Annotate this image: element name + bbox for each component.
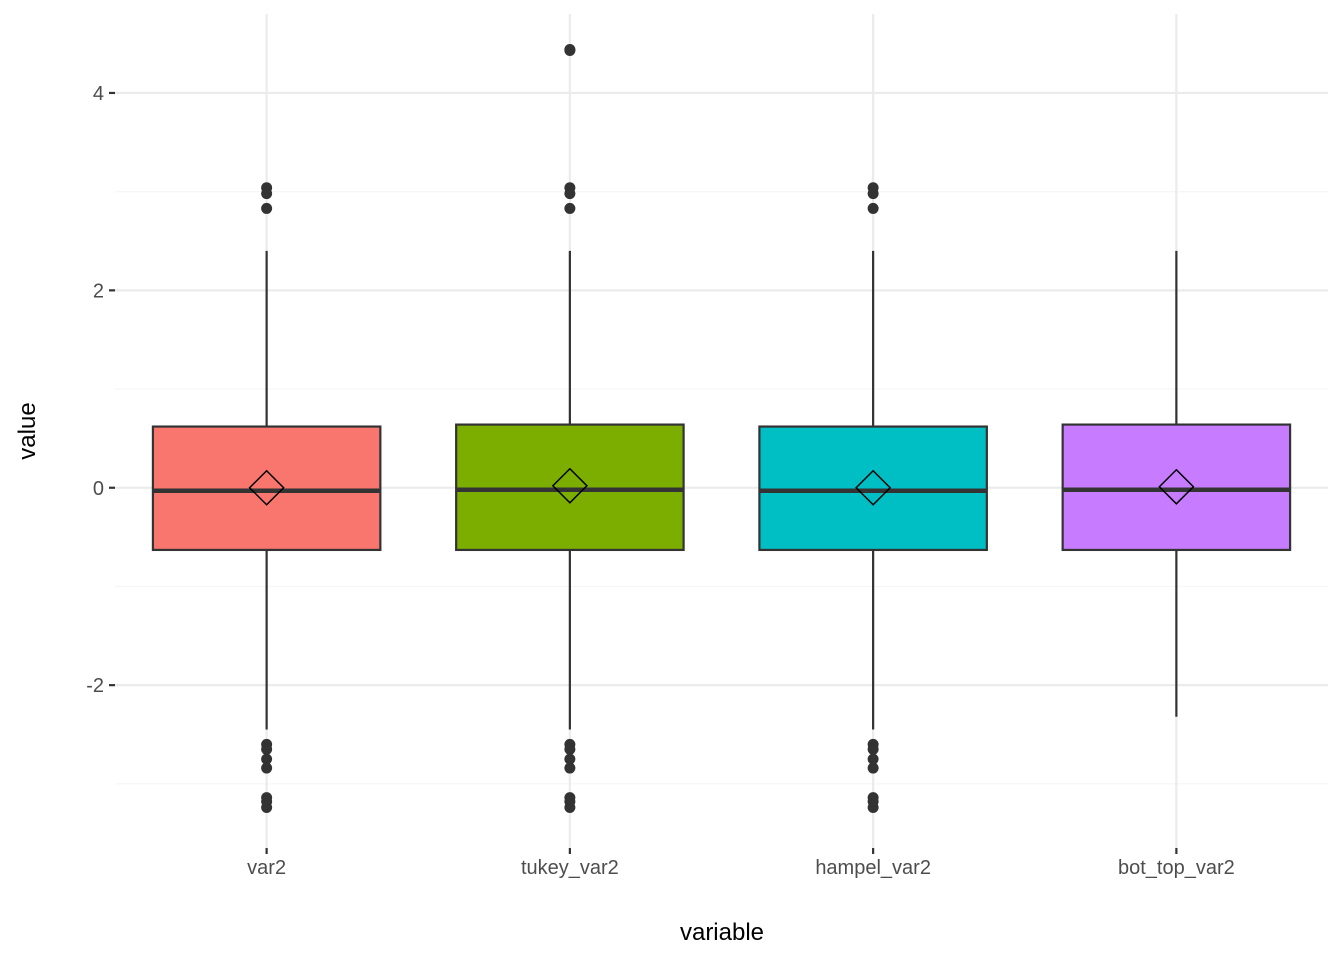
- x-tick-label: var2: [247, 857, 286, 879]
- x-tick-label: tukey_var2: [521, 857, 619, 879]
- x-tick-label: bot_top_var2: [1118, 857, 1235, 879]
- outlier-point: [867, 188, 879, 200]
- outlier-point: [261, 802, 273, 814]
- iqr-box: [151, 425, 382, 552]
- outlier-point: [564, 743, 576, 755]
- outlier-point: [261, 188, 273, 200]
- mean-marker: [248, 469, 285, 506]
- outlier-point: [564, 753, 576, 765]
- mean-marker: [1158, 468, 1195, 505]
- box-group-hampel-var2: [758, 182, 988, 814]
- iqr-box: [455, 423, 685, 552]
- x-axis-title: variable: [680, 919, 764, 946]
- outlier-point: [867, 762, 879, 774]
- outlier-point: [564, 202, 576, 214]
- box-group-var2: [151, 182, 382, 814]
- y-tick-label: 0: [93, 478, 104, 500]
- outlier-point: [564, 802, 576, 814]
- axis-layer: -2 0 2 4 var2 tukey_var2 hampel_var2 bot_top_va…: [86, 83, 1235, 879]
- mean-marker: [551, 467, 588, 504]
- outlier-point: [867, 202, 879, 214]
- outlier-point: [261, 202, 273, 214]
- outlier-point: [261, 753, 273, 765]
- y-tick-label: 2: [93, 280, 104, 302]
- y-axis-title: value: [14, 402, 41, 459]
- outlier-point: [564, 44, 576, 56]
- outlier-point: [564, 762, 576, 774]
- y-tick-label: 4: [93, 83, 104, 105]
- outlier-point: [867, 753, 879, 765]
- box-group-bot-top-var2: [1061, 250, 1292, 717]
- mean-marker: [855, 469, 892, 506]
- x-tick-label: hampel_var2: [815, 857, 931, 879]
- outlier-point: [564, 188, 576, 200]
- iqr-box: [758, 425, 988, 552]
- y-tick-label: -2: [86, 675, 104, 697]
- outlier-point: [867, 802, 879, 814]
- box-group-tukey-var2: [455, 44, 685, 814]
- outlier-point: [261, 743, 273, 755]
- outlier-point: [867, 743, 879, 755]
- outlier-point: [261, 762, 273, 774]
- iqr-box: [1061, 423, 1292, 552]
- box-layer: [151, 44, 1292, 814]
